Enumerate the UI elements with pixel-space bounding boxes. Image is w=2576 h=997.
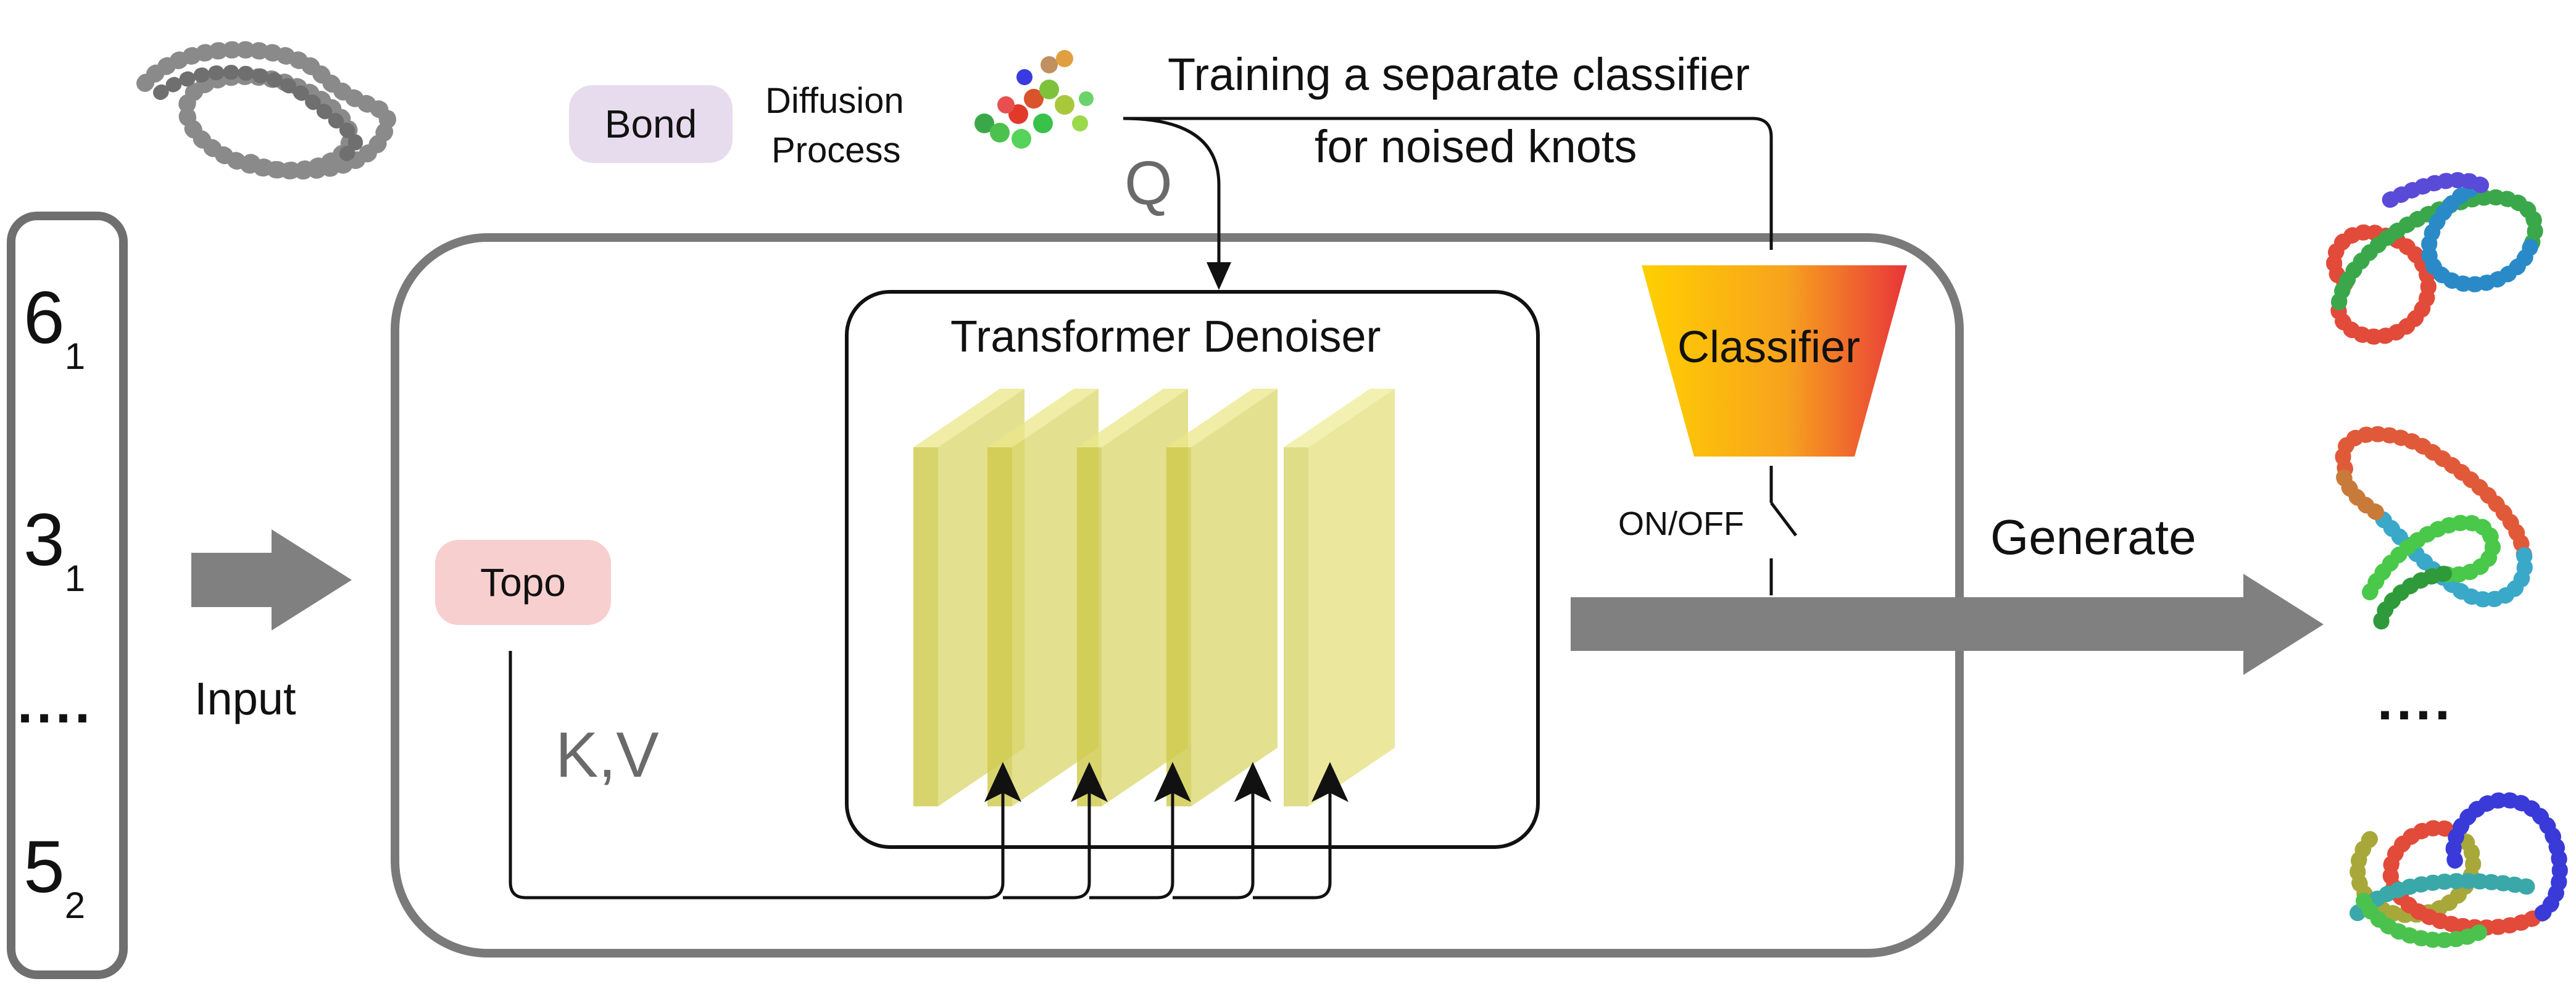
transformer-box [845, 290, 1540, 849]
input-item-main: 6 [23, 276, 65, 359]
noised-knot-image [974, 50, 1094, 149]
input-label: Input [194, 673, 296, 724]
input-arrow [191, 529, 352, 631]
model-frame [391, 233, 1964, 958]
diffusion-label-line1: Diffusion [765, 81, 904, 121]
transformer-layer-5 [1284, 389, 1395, 806]
input-item-sub: 1 [64, 336, 86, 377]
bond-token: Bond [569, 85, 733, 163]
output-knot-3-image [2350, 792, 2568, 948]
generate-arrow [1571, 574, 2324, 675]
input-item-main: 3 [23, 499, 65, 581]
input-item-6-1: 61 [23, 281, 85, 394]
query-label: Q [1124, 149, 1173, 218]
input-ellipsis: .... [17, 673, 94, 735]
diffusion-label-line2: Process [771, 130, 901, 170]
generate-label: Generate [1990, 510, 2196, 565]
output-ellipsis: .... [2377, 670, 2454, 732]
classifier-training-line [1123, 117, 1773, 250]
output-knot-1-image [2326, 172, 2543, 345]
classifier-note-line2: for noised knots [1315, 121, 1637, 172]
q-arrowhead [1207, 262, 1231, 290]
classifier-note-line1: Training a separate classifier [1168, 49, 1750, 100]
input-item-3-1: 31 [23, 503, 85, 616]
classifier-block [1642, 265, 1907, 457]
input-knot-image [136, 41, 396, 180]
input-item-5-2: 52 [23, 830, 85, 943]
output-knot-2-image [2335, 426, 2533, 631]
switch-label: ON/OFF [1618, 505, 1744, 542]
input-item-sub: 1 [64, 558, 86, 599]
kv-label: K,V [555, 719, 659, 791]
classifier-label: Classifier [1677, 323, 1861, 372]
kv-arrowheads [984, 762, 1348, 802]
transformer-layer-4 [1166, 389, 1278, 806]
transformer-layers [913, 389, 1395, 806]
topo-token: Topo [435, 540, 611, 625]
kv-connectors [509, 651, 1332, 900]
input-list-frame [7, 212, 128, 979]
input-item-main: 5 [23, 825, 65, 908]
input-item-sub: 2 [64, 885, 86, 926]
transformer-title: Transformer Denoiser [950, 312, 1381, 362]
on-off-switch [1769, 466, 1797, 595]
